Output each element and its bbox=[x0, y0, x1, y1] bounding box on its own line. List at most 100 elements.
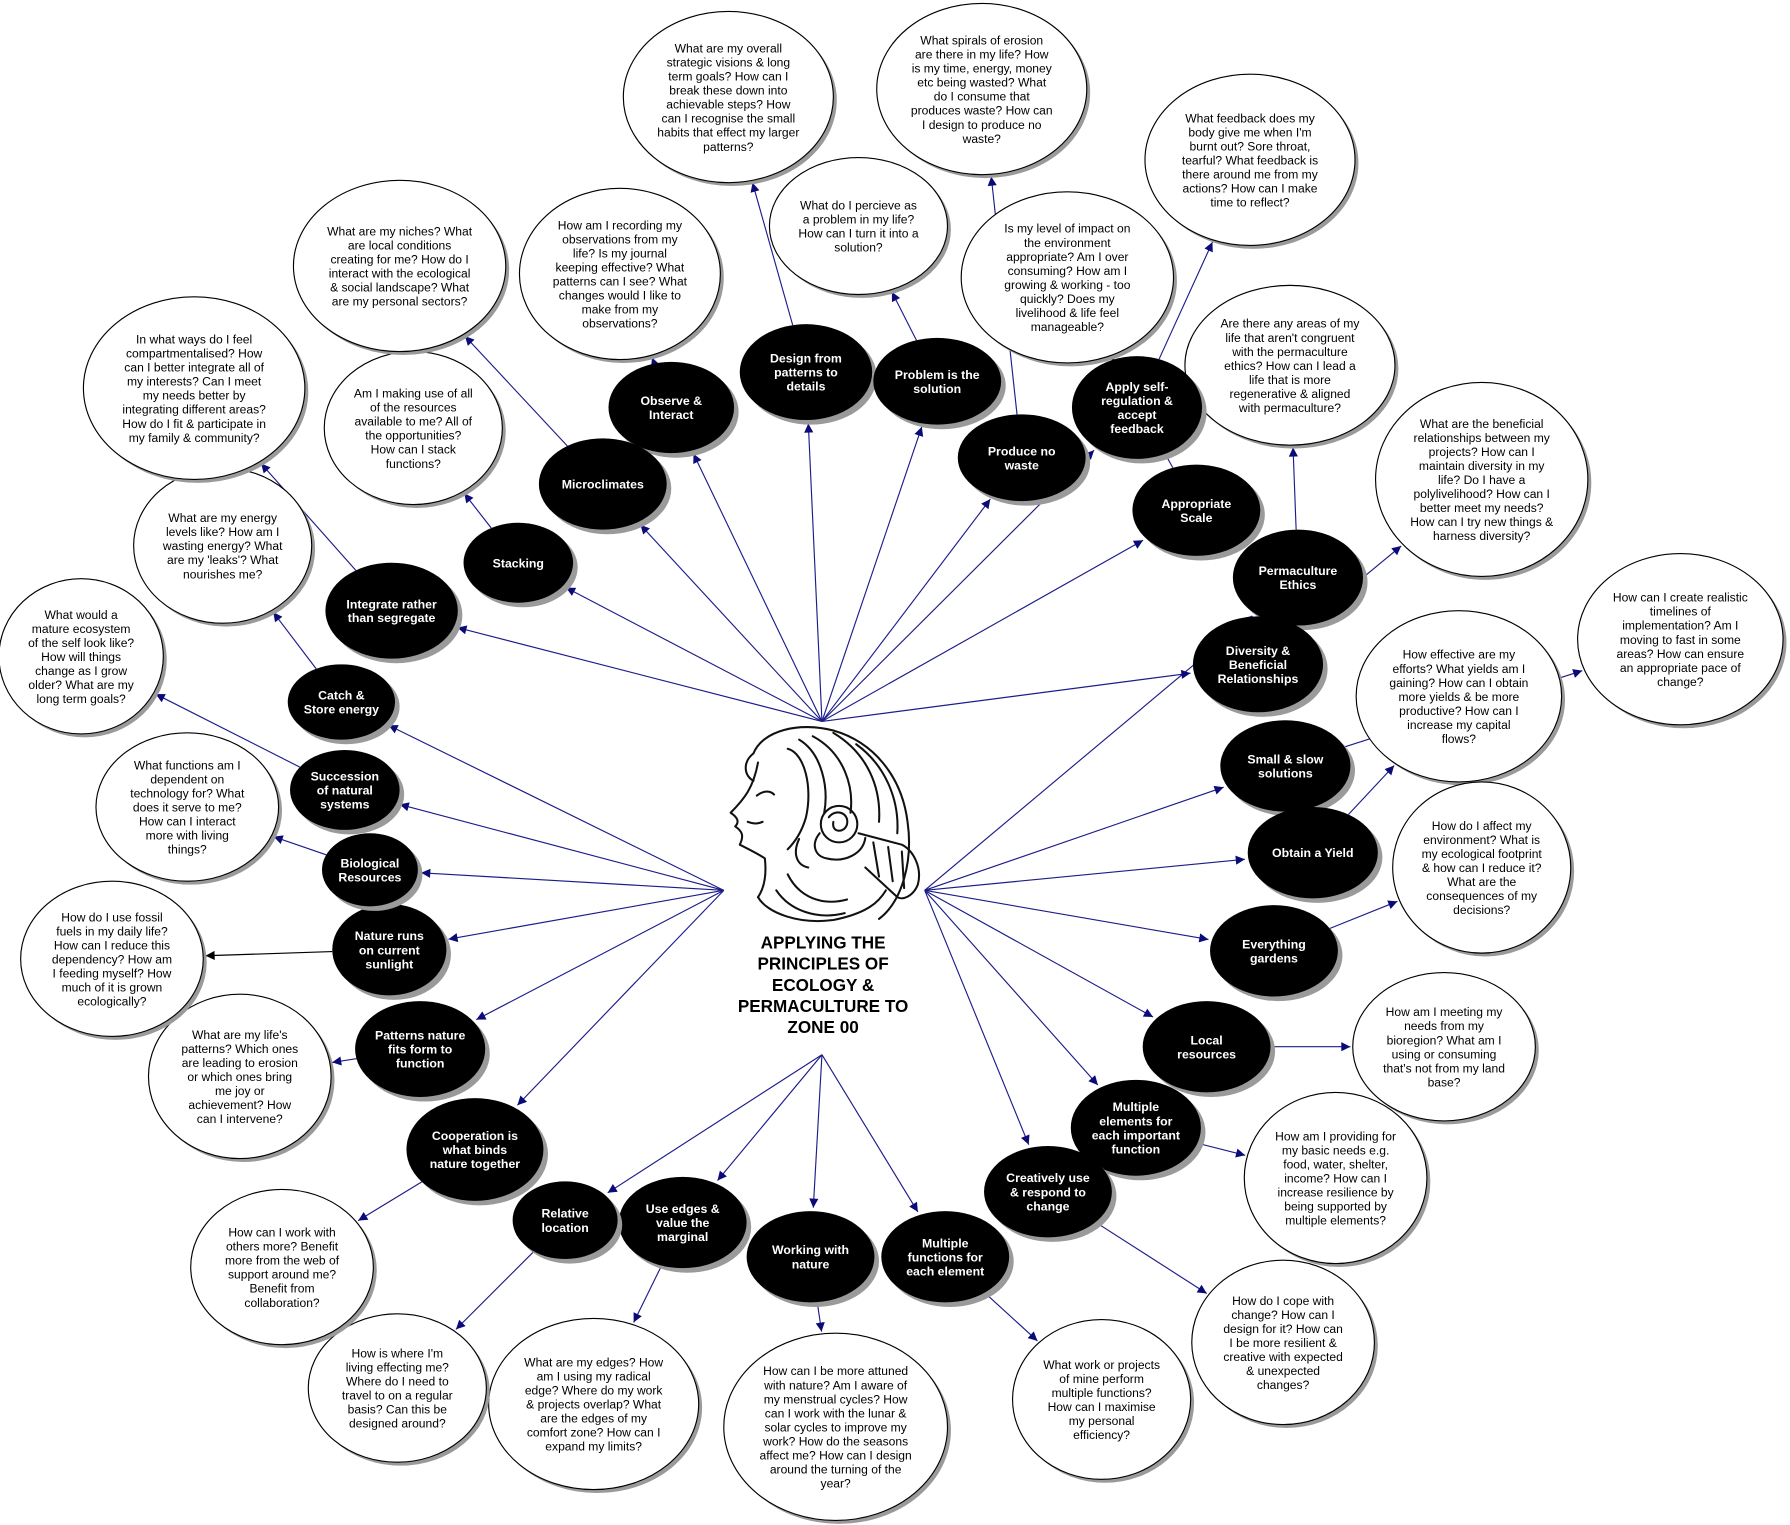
connector-to-appropriate-scale bbox=[821, 539, 1144, 722]
connector-to-stacking bbox=[565, 587, 823, 722]
principle-label-line: than segregate bbox=[348, 611, 436, 625]
connector-to-nature-runs-on-current-sunlight bbox=[448, 889, 724, 943]
principle-label-line: Relationships bbox=[1218, 672, 1299, 686]
question-text-line: How do I affect my bbox=[1432, 819, 1533, 833]
node-shape bbox=[538, 438, 667, 530]
question-text-line: keeping effective? What bbox=[556, 260, 685, 274]
connector-question-permaculture-ethics bbox=[1288, 447, 1298, 530]
principle-label-line: gardens bbox=[1250, 951, 1298, 965]
principle-node-microclimates[interactable]: Microclimates bbox=[538, 438, 672, 535]
connector-to-creatively-use-respond-to-change bbox=[924, 890, 1030, 1145]
question-text-line: integrating different areas? bbox=[122, 403, 266, 417]
principle-label-line: Everything bbox=[1242, 937, 1306, 951]
question-text-line: observations? bbox=[582, 317, 657, 331]
question-text-line: change? How can I bbox=[1231, 1308, 1334, 1322]
question-text-line: increase my capital bbox=[1407, 718, 1510, 732]
question-text-line: harness diversity? bbox=[1433, 529, 1531, 543]
question-text-line: environment? What is bbox=[1423, 833, 1540, 847]
connector-question-design-from-patterns-to-details bbox=[750, 182, 794, 326]
question-text-line: more with living bbox=[146, 829, 229, 843]
connector-to-small-slow-solutions bbox=[924, 785, 1224, 891]
principle-label-line: Stacking bbox=[493, 556, 544, 570]
question-text-line: How am I recording my bbox=[558, 218, 683, 232]
question-text-line: projects? How can I bbox=[1429, 445, 1535, 459]
principle-node-obtain-a-yield[interactable]: Obtain a Yield bbox=[1247, 807, 1383, 903]
principle-label-line: of natural bbox=[317, 783, 373, 797]
question-text-line: I be more resilient & bbox=[1229, 1336, 1336, 1350]
principle-node-catch-store-energy[interactable]: Catch &Store energy bbox=[287, 664, 400, 745]
question-text-line: produces waste? How can bbox=[911, 104, 1053, 118]
connector-to-use-edges-value-the-marginal bbox=[717, 1054, 823, 1181]
question-text-line: an appropriate pace of bbox=[1620, 661, 1742, 675]
principle-node-stacking[interactable]: Stacking bbox=[463, 522, 578, 608]
principle-node-observe-interact[interactable]: Observe &Interact bbox=[608, 361, 739, 458]
question-text-line: functions? bbox=[386, 457, 441, 471]
question-text-line: being supported by bbox=[1284, 1200, 1388, 1214]
connector-to-design-from-patterns-to-details bbox=[804, 423, 823, 722]
question-text-line: How can I try new things & bbox=[1410, 515, 1553, 529]
bubble-shape bbox=[147, 993, 332, 1160]
question-text-line: expand my limits? bbox=[545, 1440, 642, 1454]
node-shape bbox=[873, 337, 1002, 425]
question-text-line: livelihood & life feel bbox=[1016, 306, 1119, 320]
question-text-line: the environment bbox=[1024, 236, 1111, 250]
question-text-line: consequences of my bbox=[1426, 889, 1538, 903]
question-text-line: decisions? bbox=[1453, 903, 1510, 917]
principle-label-line: Catch & bbox=[318, 689, 365, 703]
principle-label-line: nature bbox=[792, 1257, 830, 1271]
